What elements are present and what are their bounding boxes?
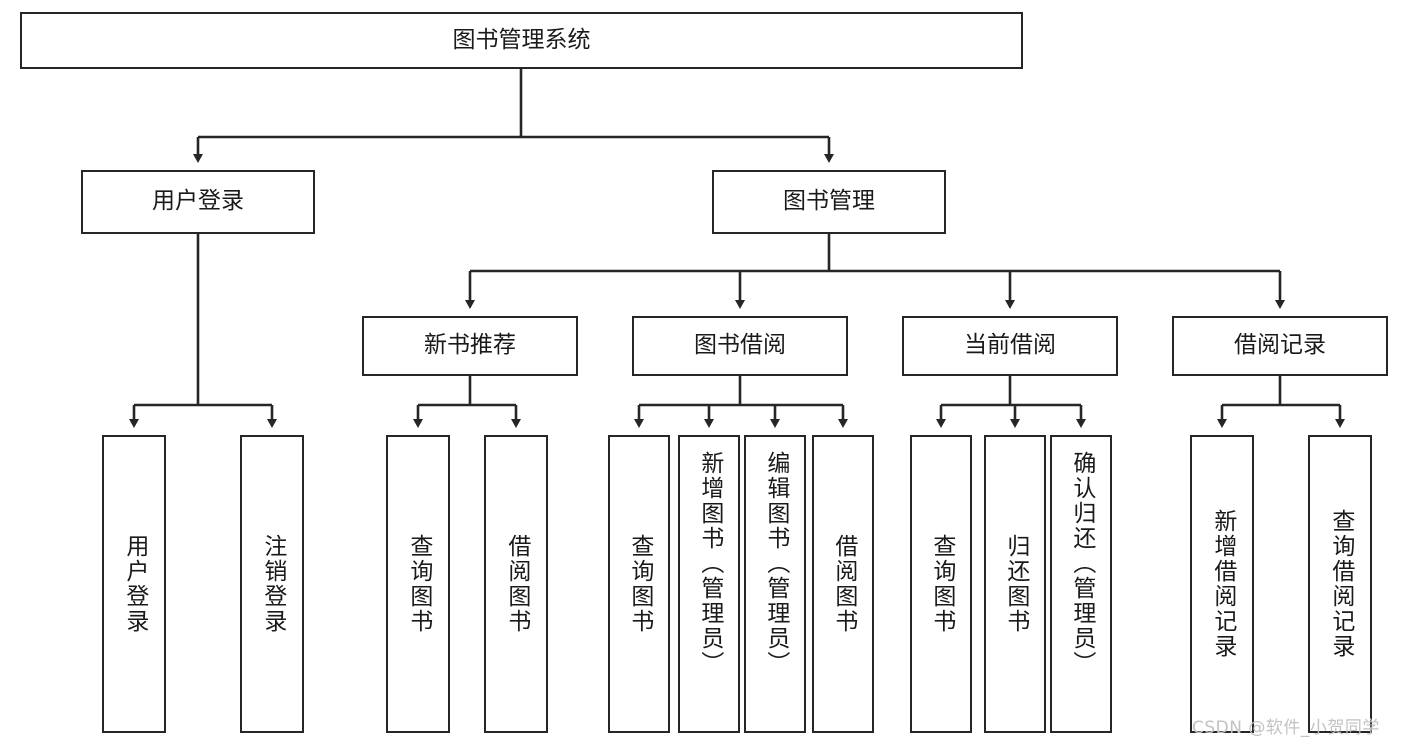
node-leaf-borrow-book-recommend[interactable]: 借阅图书 [484,435,548,733]
node-leaf-query-book-recommend-label: 查询图书 [405,534,432,634]
node-root[interactable]: 图书管理系统 [20,12,1023,69]
node-leaf-query-book-current-label: 查询图书 [928,534,955,634]
node-current-borrow-label: 当前借阅 [964,332,1056,359]
node-leaf-query-book-borrow-label: 查询图书 [626,534,653,634]
node-leaf-edit-book-admin-label: 编辑图书（管理员） [762,451,789,676]
node-leaf-confirm-return-admin[interactable]: 确认归还（管理员） [1050,435,1112,733]
node-leaf-add-borrow-record[interactable]: 新增借阅记录 [1190,435,1254,733]
node-new-book-recommend[interactable]: 新书推荐 [362,316,578,376]
node-leaf-user-login[interactable]: 用户登录 [102,435,166,733]
node-leaf-return-book-label: 归还图书 [1002,534,1029,634]
csdn-watermark: CSDN @软件_小贺同学 [1192,718,1380,738]
node-leaf-borrow-book-label: 借阅图书 [830,534,857,634]
node-current-borrow[interactable]: 当前借阅 [902,316,1118,376]
node-leaf-logout-label: 注销登录 [259,534,286,634]
node-borrow-record[interactable]: 借阅记录 [1172,316,1388,376]
node-leaf-add-borrow-record-label: 新增借阅记录 [1209,509,1236,659]
node-user-login-label: 用户登录 [152,188,244,215]
node-leaf-borrow-book-recommend-label: 借阅图书 [503,534,530,634]
node-leaf-borrow-book[interactable]: 借阅图书 [812,435,874,733]
node-leaf-confirm-return-admin-label: 确认归还（管理员） [1068,451,1095,676]
node-leaf-return-book[interactable]: 归还图书 [984,435,1046,733]
node-book-borrow-label: 图书借阅 [694,332,786,359]
node-leaf-query-book-current[interactable]: 查询图书 [910,435,972,733]
node-leaf-query-book-recommend[interactable]: 查询图书 [386,435,450,733]
node-leaf-query-borrow-record-label: 查询借阅记录 [1327,509,1354,659]
node-leaf-logout[interactable]: 注销登录 [240,435,304,733]
node-leaf-edit-book-admin[interactable]: 编辑图书（管理员） [744,435,806,733]
node-leaf-add-book-admin[interactable]: 新增图书（管理员） [678,435,740,733]
node-book-manage-label: 图书管理 [783,188,875,215]
node-borrow-record-label: 借阅记录 [1234,332,1326,359]
node-book-manage[interactable]: 图书管理 [712,170,946,234]
node-root-label: 图书管理系统 [452,26,591,53]
node-leaf-query-book-borrow[interactable]: 查询图书 [608,435,670,733]
node-leaf-query-borrow-record[interactable]: 查询借阅记录 [1308,435,1372,733]
node-leaf-user-login-label: 用户登录 [121,534,148,634]
node-book-borrow[interactable]: 图书借阅 [632,316,848,376]
node-leaf-add-book-admin-label: 新增图书（管理员） [696,451,723,676]
node-new-book-recommend-label: 新书推荐 [424,332,516,359]
node-user-login[interactable]: 用户登录 [81,170,315,234]
